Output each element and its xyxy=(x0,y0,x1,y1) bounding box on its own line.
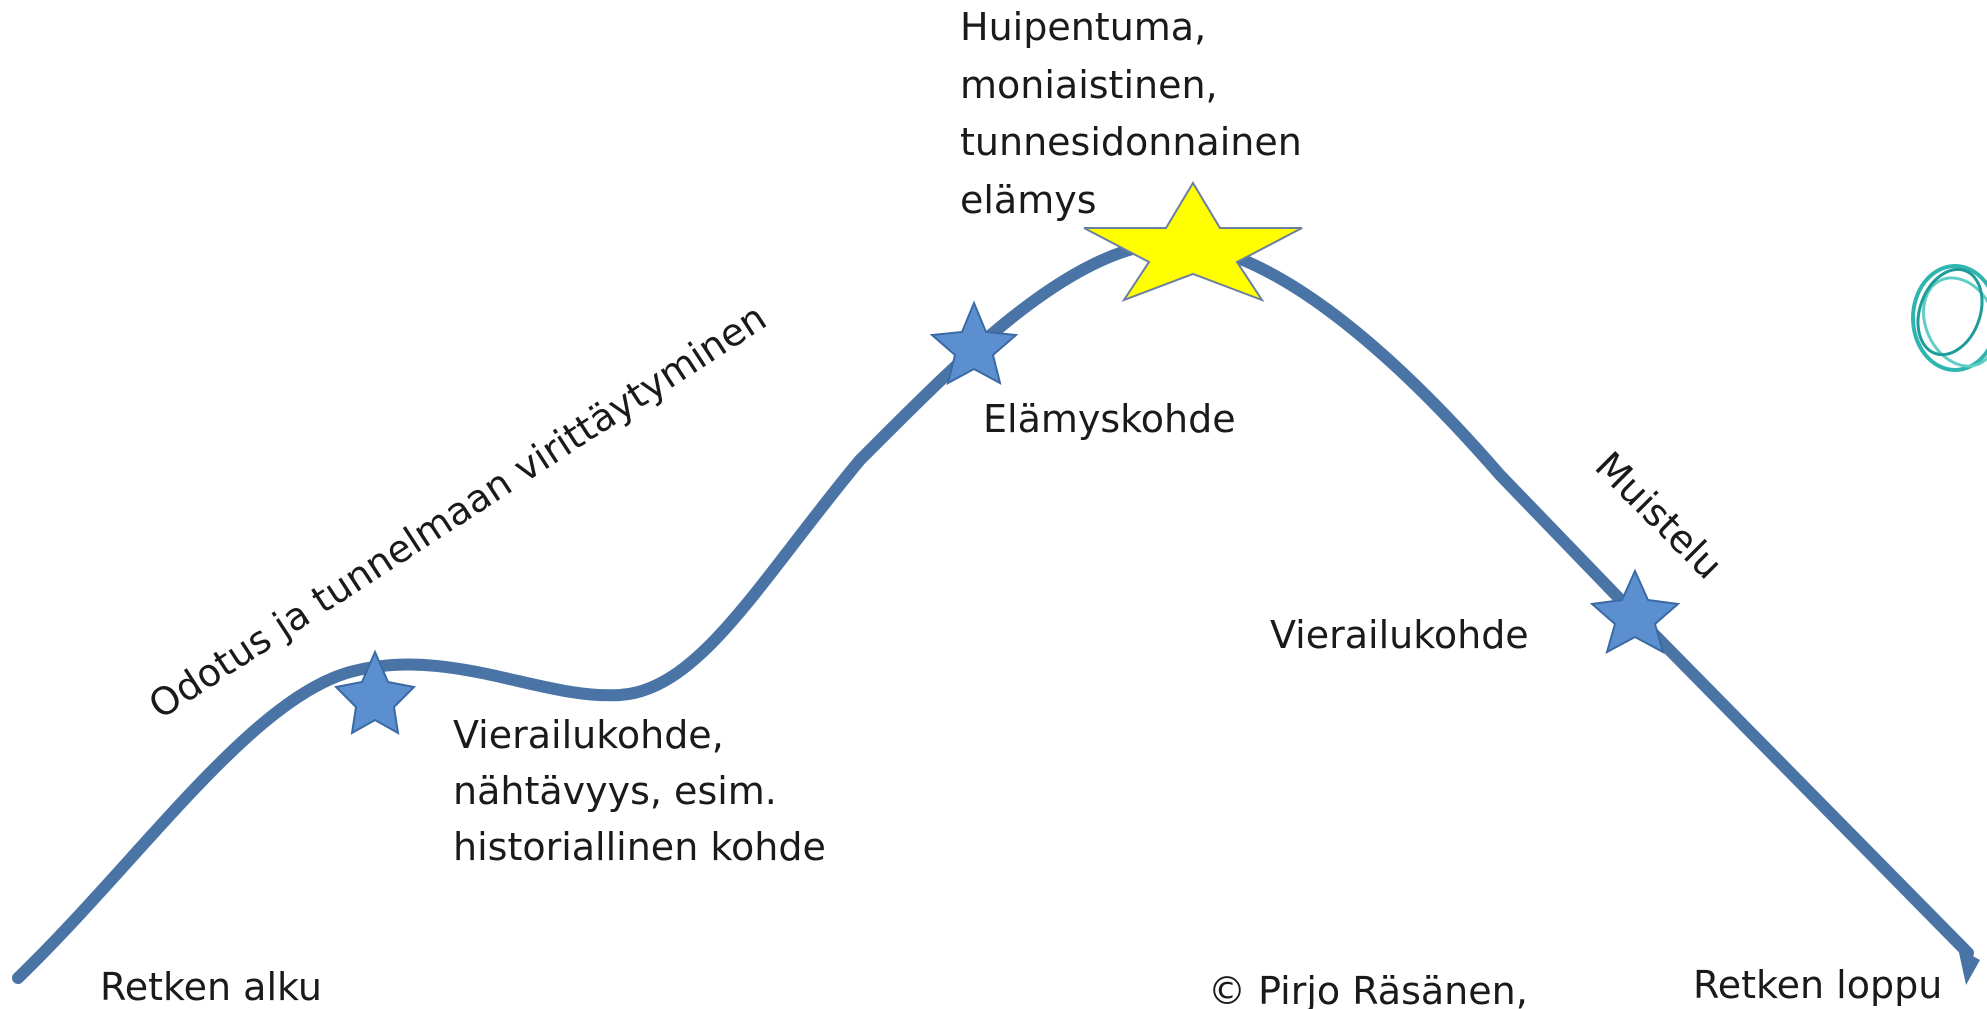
first-stop-star-icon xyxy=(333,649,417,735)
logo-icon xyxy=(1911,264,1987,372)
visit-site-star-icon xyxy=(1589,568,1681,654)
peak-label-line-2: moniaistinen, xyxy=(960,63,1218,107)
experience-site-star-icon xyxy=(929,300,1019,385)
first-stop-label-line-2: nähtävyys, esim. xyxy=(453,769,777,813)
copyright-label: © Pirjo Räsänen, xyxy=(1208,969,1528,1009)
first-stop-label-line-1: Vierailukohde, xyxy=(453,713,724,757)
start-label: Retken alku xyxy=(100,965,322,1009)
end-arrow-icon xyxy=(1958,948,1980,985)
peak-star-icon xyxy=(1083,181,1303,303)
reminiscence-label: Muistelu xyxy=(1587,443,1731,587)
end-label: Retken loppu xyxy=(1693,963,1942,1007)
peak-label-line-3: tunnesidonnainen xyxy=(960,120,1302,164)
first-stop-label-line-3: historiallinen kohde xyxy=(453,825,826,869)
peak-label-line-1: Huipentuma, xyxy=(960,5,1206,49)
peak-label-line-4: elämys xyxy=(960,178,1097,222)
visit-site-label: Vierailukohde xyxy=(1270,613,1529,657)
journey-curve xyxy=(12,237,1974,984)
experience-site-label: Elämyskohde xyxy=(983,397,1236,441)
